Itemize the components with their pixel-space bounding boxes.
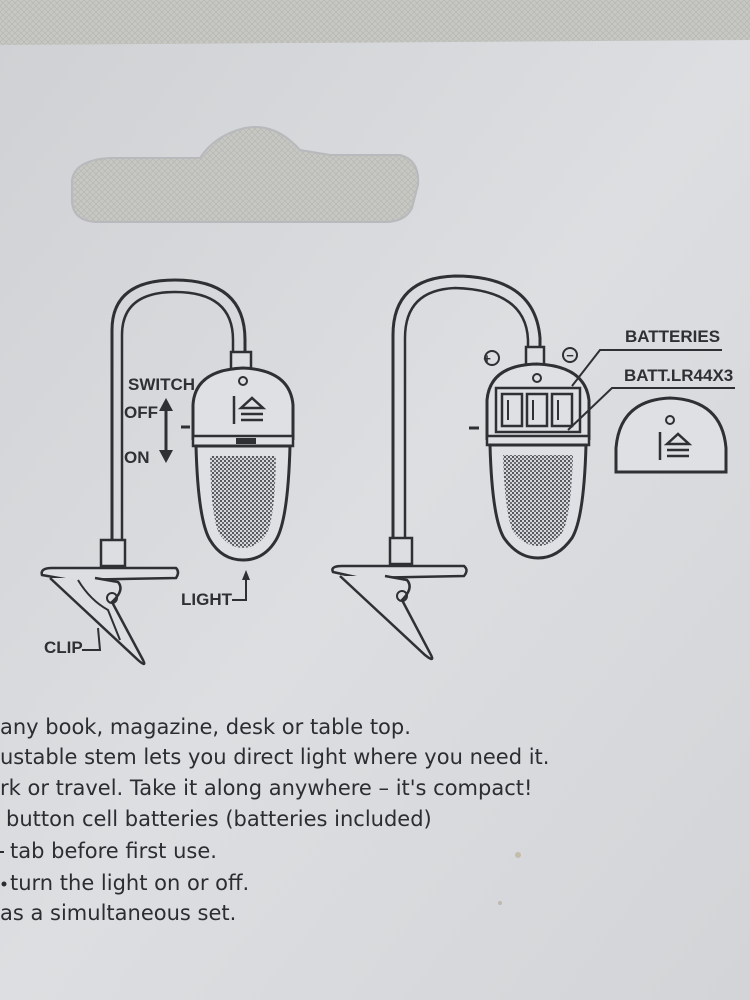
plus-terminal-icon (484, 350, 500, 366)
description-line: rk or travel. Take it along anywhere – i… (0, 776, 532, 800)
description-line: turn the light on or off. (10, 871, 249, 895)
description-line: button cell batteries (batteries include… (6, 807, 432, 831)
minus-terminal-icon (562, 347, 578, 363)
hang-hole (71, 126, 420, 223)
battery-type-label: BATT.LR44X3 (624, 366, 733, 385)
minus-symbol: − (566, 348, 574, 363)
description-line: as a simultaneous set. (0, 901, 236, 925)
light-label: LIGHT (181, 590, 233, 609)
plus-symbol: + (483, 351, 491, 366)
switch-label: SWITCH (128, 375, 195, 394)
description-line: ustable stem lets you direct light where… (0, 745, 549, 769)
clip-label: CLIP (44, 638, 83, 657)
batteries-label: BATTERIES (625, 327, 720, 346)
off-label: OFF (124, 403, 158, 422)
right-lamp-illustration (331, 274, 735, 661)
eject-icon (658, 432, 693, 460)
left-lamp-illustration (40, 278, 295, 666)
on-label: ON (124, 448, 150, 467)
description-text-block: any book, magazine, desk or table top. u… (0, 715, 549, 925)
eject-icon (232, 396, 267, 424)
description-line: any book, magazine, desk or table top. (0, 715, 411, 739)
stain-spot (515, 852, 521, 858)
battery-cover-detail (614, 396, 728, 474)
description-line: tab before first use. (10, 839, 217, 863)
stain-spot (498, 901, 502, 905)
